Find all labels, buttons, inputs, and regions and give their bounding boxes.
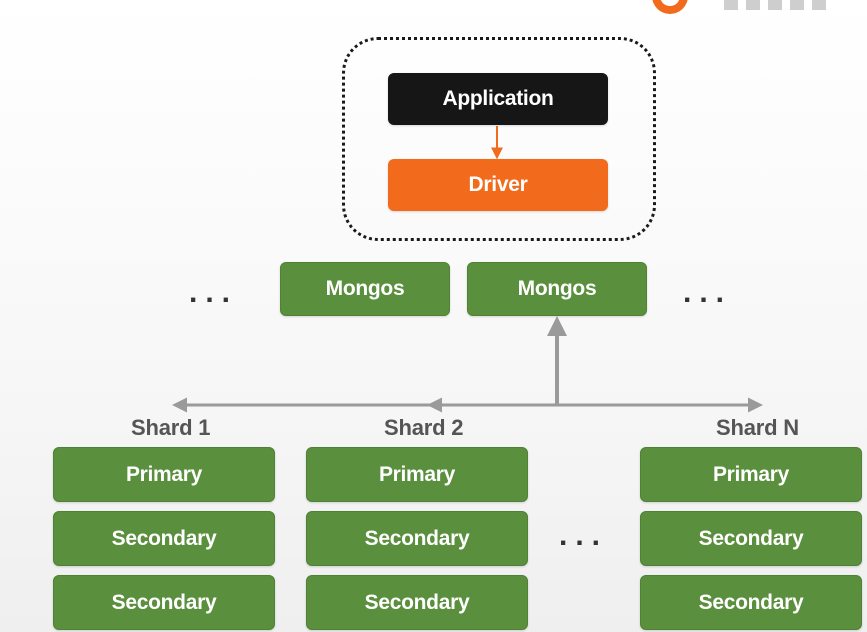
shard-n-secondary-node-2: Secondary bbox=[640, 575, 862, 630]
shard-2-secondary-node-1: Secondary bbox=[306, 511, 528, 566]
client-group-boundary bbox=[342, 37, 656, 241]
shard-n-primary-node: Primary bbox=[640, 447, 862, 502]
mongos-router-2-label: Mongos bbox=[517, 277, 597, 300]
shard-1-secondary-node-1: Secondary bbox=[53, 511, 275, 566]
shard-2-label: Shard 2 bbox=[384, 415, 464, 440]
brand-logo-text bbox=[724, 0, 834, 10]
application-box: Application bbox=[388, 73, 608, 125]
application-label: Application bbox=[442, 87, 554, 110]
shard-2-primary-label: Primary bbox=[378, 462, 456, 486]
mongos-ellipsis-left: ... bbox=[189, 276, 239, 309]
mongos-router-1-label: Mongos bbox=[325, 277, 405, 300]
shard-1-primary-label: Primary bbox=[125, 462, 203, 486]
shard-1-secondary-label-1: Secondary bbox=[111, 526, 217, 550]
shard-1-secondary-node-2: Secondary bbox=[53, 575, 275, 630]
mongos-ellipsis-right: ... bbox=[683, 276, 733, 309]
shard-n-label: Shard N bbox=[716, 415, 799, 440]
driver-box: Driver bbox=[388, 159, 608, 211]
shard-n-primary-label: Primary bbox=[712, 462, 790, 486]
mongos-router-1: Mongos bbox=[280, 262, 450, 316]
shard-ellipsis: ... bbox=[559, 519, 609, 552]
driver-label: Driver bbox=[468, 173, 528, 196]
shard-1-label: Shard 1 bbox=[131, 415, 211, 440]
mongos-router-2: Mongos bbox=[467, 262, 647, 316]
shard-2-secondary-node-2: Secondary bbox=[306, 575, 528, 630]
brand-logo-mark bbox=[652, 0, 688, 14]
shard-n-secondary-label-2: Secondary bbox=[698, 590, 804, 614]
shard-2-secondary-label-1: Secondary bbox=[364, 526, 470, 550]
shard-2-secondary-label-2: Secondary bbox=[364, 590, 470, 614]
shard-n-secondary-node-1: Secondary bbox=[640, 511, 862, 566]
shard-1-secondary-label-2: Secondary bbox=[111, 590, 217, 614]
shard-1-primary-node: Primary bbox=[53, 447, 275, 502]
shard-2-primary-node: Primary bbox=[306, 447, 528, 502]
brand-logo bbox=[640, 0, 867, 18]
shard-n-secondary-label-1: Secondary bbox=[698, 526, 804, 550]
